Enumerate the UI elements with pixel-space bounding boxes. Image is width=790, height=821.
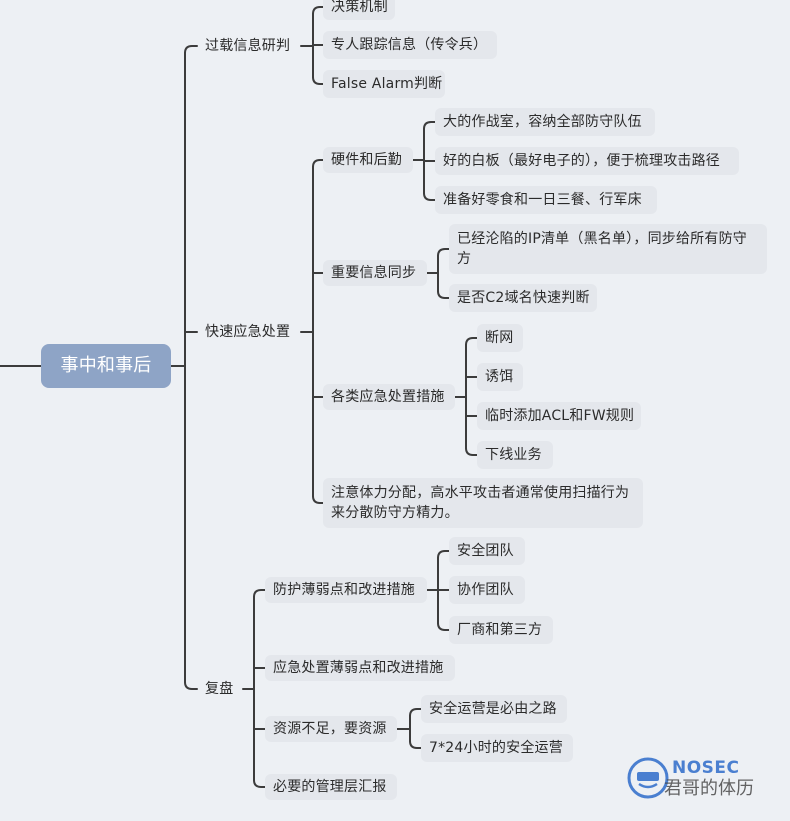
node-resource-shortage[interactable]: 资源不足，要资源 — [265, 716, 397, 742]
watermark-caption: 君哥的体历 — [664, 778, 754, 799]
node-dedicated-tracker[interactable]: 专人跟踪信息（传令兵） — [323, 31, 497, 59]
protection-links-child-2 — [437, 589, 450, 631]
node-compromised-ip-list[interactable]: 已经沦陷的IP清单（黑名单），同步给所有防守方 — [449, 224, 767, 274]
node-response-weakness[interactable]: 应急处置薄弱点和改进措施 — [265, 655, 455, 681]
node-security-ops-path[interactable]: 安全运营是必由之路 — [421, 695, 567, 723]
node-24x7-security-ops[interactable]: 7*24小时的安全运营 — [421, 734, 573, 762]
node-collaboration-team[interactable]: 协作团队 — [449, 576, 525, 604]
sync-links-child-1 — [437, 272, 450, 299]
root-links-child-2 — [184, 365, 198, 690]
resource-links-child-0 — [409, 708, 422, 730]
node-war-room[interactable]: 大的作战室，容纳全部防守队伍 — [435, 108, 655, 136]
measures-links-child-0 — [465, 337, 478, 398]
node-offline-business[interactable]: 下线业务 — [477, 441, 553, 469]
node-vendors-third-party[interactable]: 厂商和第三方 — [449, 616, 553, 644]
node-stamina-allocation[interactable]: 注意体力分配，高水平攻击者通常使用扫描行为来分散防守方精力。 — [323, 478, 643, 528]
protection-links-child-0 — [437, 550, 450, 591]
node-false-alarm[interactable]: False Alarm判断 — [323, 70, 445, 98]
branch2-links-child-0 — [253, 589, 266, 690]
node-disconnect-network[interactable]: 断网 — [477, 324, 523, 352]
node-whiteboard[interactable]: 好的白板（最好电子的），便于梳理攻击路径 — [435, 147, 739, 175]
hardware-links-child-0 — [423, 121, 436, 161]
resource-links-child-1 — [409, 728, 422, 749]
branch-review[interactable]: 复盘 — [205, 681, 234, 697]
root-node[interactable]: 事中和事后 — [41, 344, 171, 388]
sync-links-child-0 — [437, 248, 450, 274]
branch1-links-child-0 — [312, 159, 324, 333]
nosec-logo-icon — [627, 757, 669, 799]
root-links-child-0 — [184, 45, 198, 367]
branch-overload-analysis[interactable]: 过载信息研判 — [205, 38, 291, 54]
node-security-team[interactable]: 安全团队 — [449, 537, 525, 565]
branch1-links-child-3 — [312, 331, 324, 504]
watermark: NOSEC 君哥的体历 — [624, 756, 784, 806]
node-response-measures[interactable]: 各类应急处置措施 — [323, 384, 455, 410]
branch0-links-child-2 — [312, 45, 324, 85]
branch-rapid-response[interactable]: 快速应急处置 — [205, 324, 291, 340]
node-decision-mechanism[interactable]: 决策机制 — [323, 0, 395, 20]
node-info-sync[interactable]: 重要信息同步 — [323, 260, 427, 286]
branch0-links-child-0 — [312, 6, 324, 47]
node-snacks-meals[interactable]: 准备好零食和一日三餐、行军床 — [435, 186, 657, 214]
node-c2-domain-check[interactable]: 是否C2域名快速判断 — [449, 284, 597, 312]
branch2-links-child-3 — [253, 688, 266, 788]
node-protection-weakness[interactable]: 防护薄弱点和改进措施 — [265, 577, 427, 603]
measures-links-child-3 — [465, 396, 478, 456]
node-temp-acl-fw[interactable]: 临时添加ACL和FW规则 — [477, 402, 641, 430]
watermark-brand: NOSEC — [672, 758, 740, 778]
hardware-links-child-2 — [423, 159, 436, 201]
node-management-report[interactable]: 必要的管理层汇报 — [265, 774, 397, 800]
node-hardware-logistics[interactable]: 硬件和后勤 — [323, 147, 413, 173]
node-decoy[interactable]: 诱饵 — [477, 363, 523, 391]
